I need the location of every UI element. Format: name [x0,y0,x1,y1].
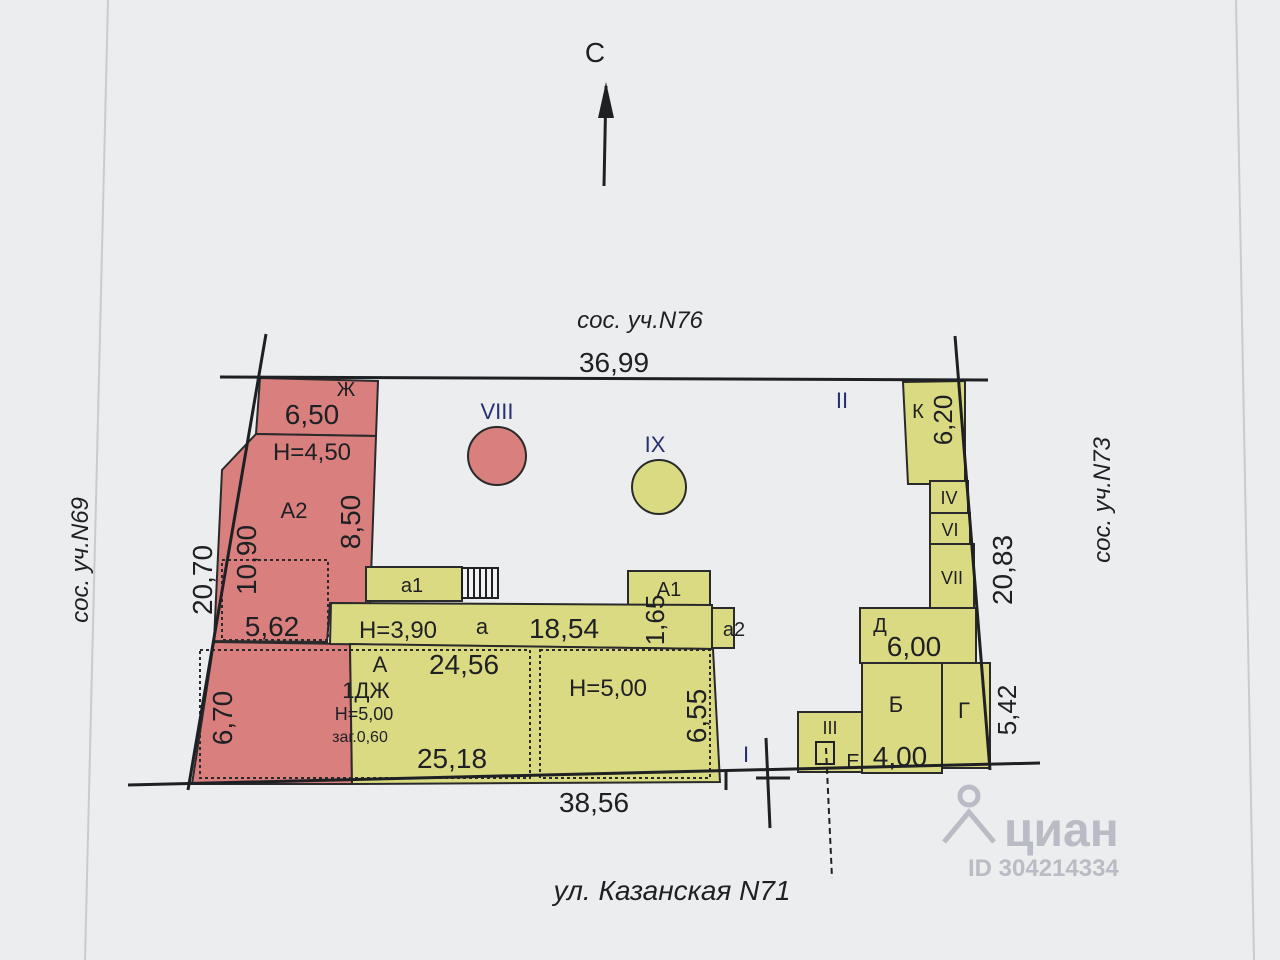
a1-big-letter: А1 [657,579,681,601]
building-a1-big [627,570,711,606]
residential-area [190,376,380,785]
a-letter: А [373,652,388,677]
tree-ix-label: IX [645,432,666,457]
a-dim-left: 6,70 [207,691,238,746]
watermark-id: ID 304214334 [968,855,1119,882]
a-floors: 1ДЖ [342,678,390,703]
b-width: 4,00 [873,741,928,772]
neighbor-top: сос. уч.N76 [577,307,703,334]
a2-dim-inner: 10,90 [231,525,262,595]
a2-letter: А2 [281,498,308,523]
entrance-dash [825,747,833,879]
building-e [815,741,835,765]
e-letter: Е [846,751,859,773]
neighbor-left: сос. уч.N69 [67,497,94,623]
building-a2-small [711,607,735,649]
d-letter: Д [873,615,887,637]
iii-letter: III [822,718,837,738]
k-letter: К [912,401,924,423]
building-iv [929,480,969,514]
porch-length: 18,54 [529,613,599,644]
g-letter: Г [958,698,970,723]
a-height-inner: Н=5,00 [335,704,394,724]
iv-letter: IV [940,488,957,508]
tree-viii [467,426,527,486]
a2-height: Н=4,50 [273,439,351,466]
a-length-bottom: 25,18 [417,743,487,774]
boundary-bottom-length: 38,56 [559,787,629,818]
street-label: ул. Казанская N71 [551,875,790,906]
boundary-left-length: 20,70 [187,545,218,615]
tree-ix [631,459,687,515]
a2-dim-side: 8,50 [335,495,366,550]
watermark: циан ID 304214334 [942,784,1119,882]
cian-logo-icon [942,784,996,844]
boundary-top-length: 36,99 [579,347,649,378]
zone-north: II [836,388,848,413]
building-b [861,662,943,774]
a-length-top: 24,56 [429,649,499,680]
zh-letter: Ж [337,379,356,401]
d-width: 6,00 [887,631,942,662]
neighbor-right: сос. уч.N73 [1089,436,1116,562]
paper-edge-right [1235,0,1255,960]
a-height-right: Н=5,00 [569,675,647,702]
porch-dim-side: 1,65 [640,595,670,646]
tree-viii-label: VIII [480,399,513,424]
north-label: С [585,37,605,68]
a2-dim-bottom: 5,62 [245,611,300,642]
porch-height: Н=3,90 [359,617,437,644]
zh-width: 6,50 [285,399,340,430]
stairs [461,567,499,599]
a1-small-letter: а1 [401,575,423,597]
k-dim: 6,20 [928,395,958,446]
vi-letter: VI [941,520,958,540]
building-a-yellow [348,642,722,786]
vii-letter: VII [941,568,963,588]
watermark-brand: циан [1004,804,1119,857]
boundary-right-length: 20,83 [987,535,1018,605]
boundary-right-lower: 5,42 [992,685,1022,736]
porch-letter2: а2 [723,619,745,641]
zone-entrance: I [743,742,749,767]
a-dim-right: 6,55 [681,689,712,744]
building-vii [929,543,975,609]
paper-edge-left [84,0,109,960]
a-depth: заг.0,60 [332,729,388,746]
plot-boundary [127,333,1041,829]
b-letter: Б [889,692,903,717]
north-arrow: С [585,37,614,187]
porch-letter: а [476,614,489,639]
